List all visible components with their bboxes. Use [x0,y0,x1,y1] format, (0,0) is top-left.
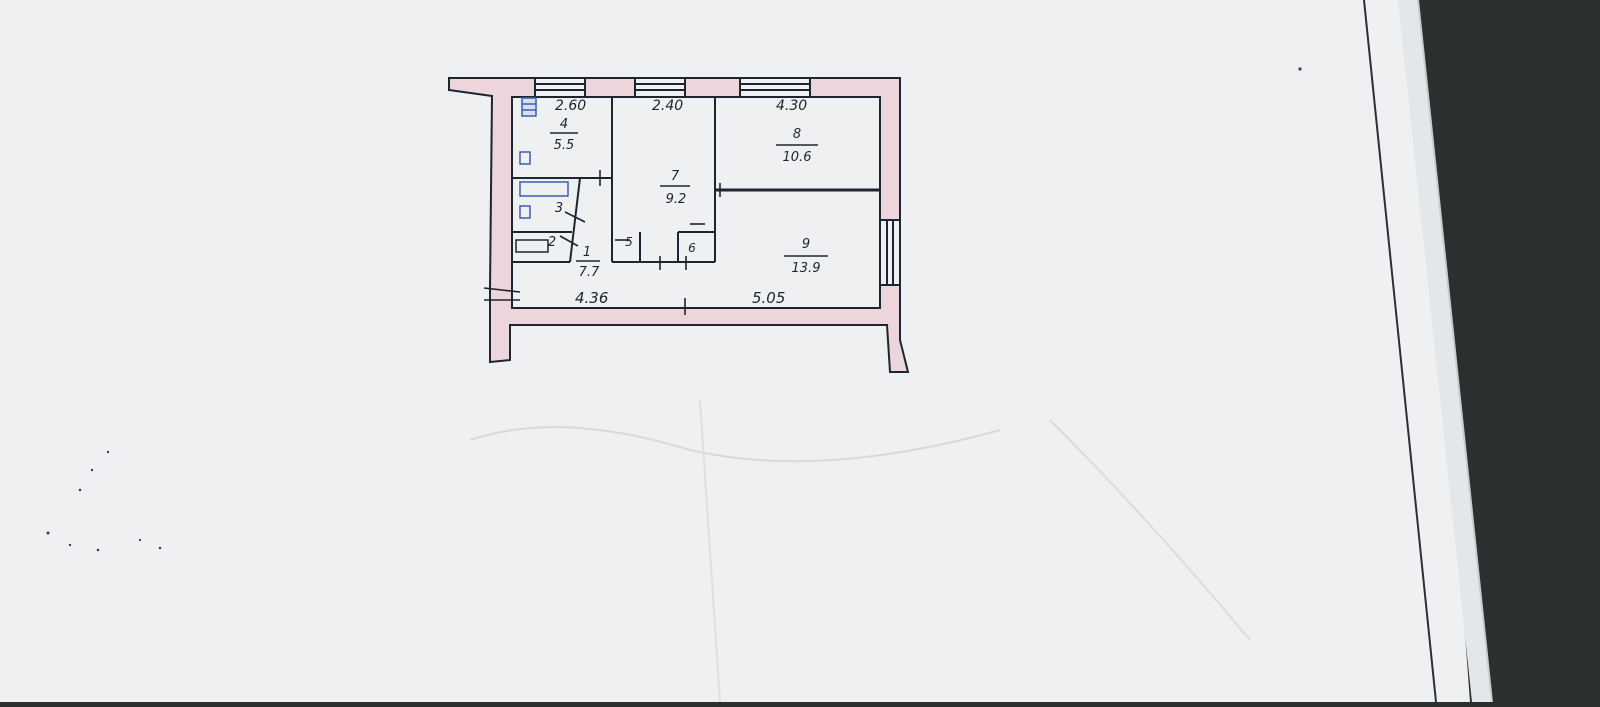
room-8-label: 8 10.6 [776,127,818,165]
paper-crease [469,426,1001,463]
room-number: 9 [802,237,810,252]
paper-edge [1398,0,1492,702]
dim-bottom-left: 4.36 [575,289,608,307]
bathtub-icon [519,181,569,197]
paper-sheet [0,0,1470,702]
floor-plan [448,77,910,373]
room-4-label: 4 5.5 [550,117,578,153]
paper-crease-3 [1049,419,1251,641]
dimension-labels: 2.60 2.40 4.30 4.36 5.05 [555,98,807,307]
room-area: 9.2 [666,192,687,207]
room-number: 8 [793,127,801,142]
window-top-3 [739,77,811,98]
room-area: 13.9 [792,261,821,276]
dim-top-left: 2.60 [555,98,586,114]
dim-top-right: 4.30 [776,98,807,114]
drawing-frame-line [1363,0,1437,703]
sink-icon [519,151,531,165]
toilet-icon [515,239,549,253]
window-right [879,219,901,286]
room-3-number: 3 [555,201,563,216]
partition-3-1 [569,177,581,263]
room-5-number: 5 [625,235,633,249]
room-7-label: 7 9.2 [660,169,690,207]
room-1-label: 1 7.7 [576,245,600,280]
window-top-1 [534,77,586,98]
room-6-number: 6 [688,241,696,255]
dim-top-middle: 2.40 [652,98,683,114]
room-9-label: 9 13.9 [784,237,828,276]
door-marks [483,170,721,315]
room-number: 7 [671,169,680,184]
stove-icon [521,97,537,117]
ink-speckles [46,67,1302,552]
room-2-number: 2 [548,235,556,250]
room-area: 10.6 [783,150,812,165]
window-top-2 [634,77,686,98]
room-area: 5.5 [554,138,575,153]
bath-fixtures [519,97,569,219]
washbasin-icon [519,205,531,219]
room-number: 4 [560,117,568,132]
dim-bottom-right: 5.05 [752,289,785,307]
paper-crease-2 [699,399,721,703]
room-number: 1 [583,245,591,260]
room-area: 7.7 [579,265,600,280]
small-room-labels: 3 2 5 6 [548,201,696,255]
paper-edge-line [1417,0,1493,703]
